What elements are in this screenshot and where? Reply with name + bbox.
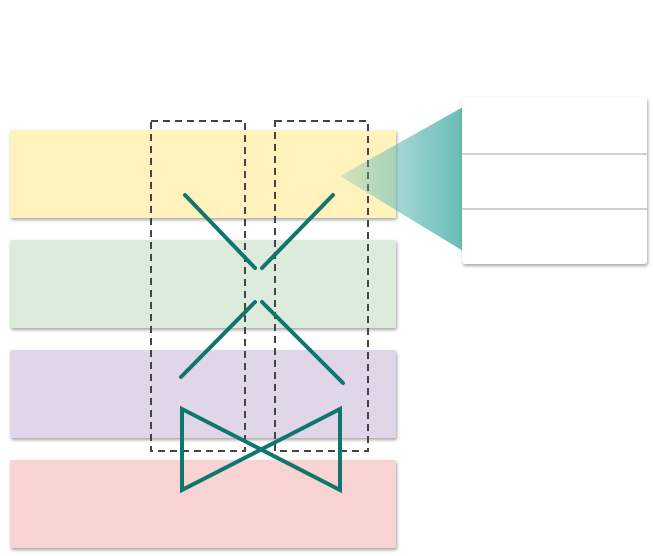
band-1: [10, 130, 396, 218]
bowtie-connector: [180, 405, 342, 494]
connector-line: [183, 193, 257, 270]
callout-box: [462, 97, 647, 264]
callout-beam: [340, 107, 463, 251]
connector-line: [260, 193, 335, 270]
connector-line: [179, 300, 257, 379]
dashed-column-left: [150, 120, 246, 452]
dashed-column-right: [274, 120, 369, 452]
band-2: [10, 240, 396, 328]
band-3: [10, 350, 396, 438]
connector-line: [260, 300, 345, 385]
band-4: [10, 460, 396, 548]
